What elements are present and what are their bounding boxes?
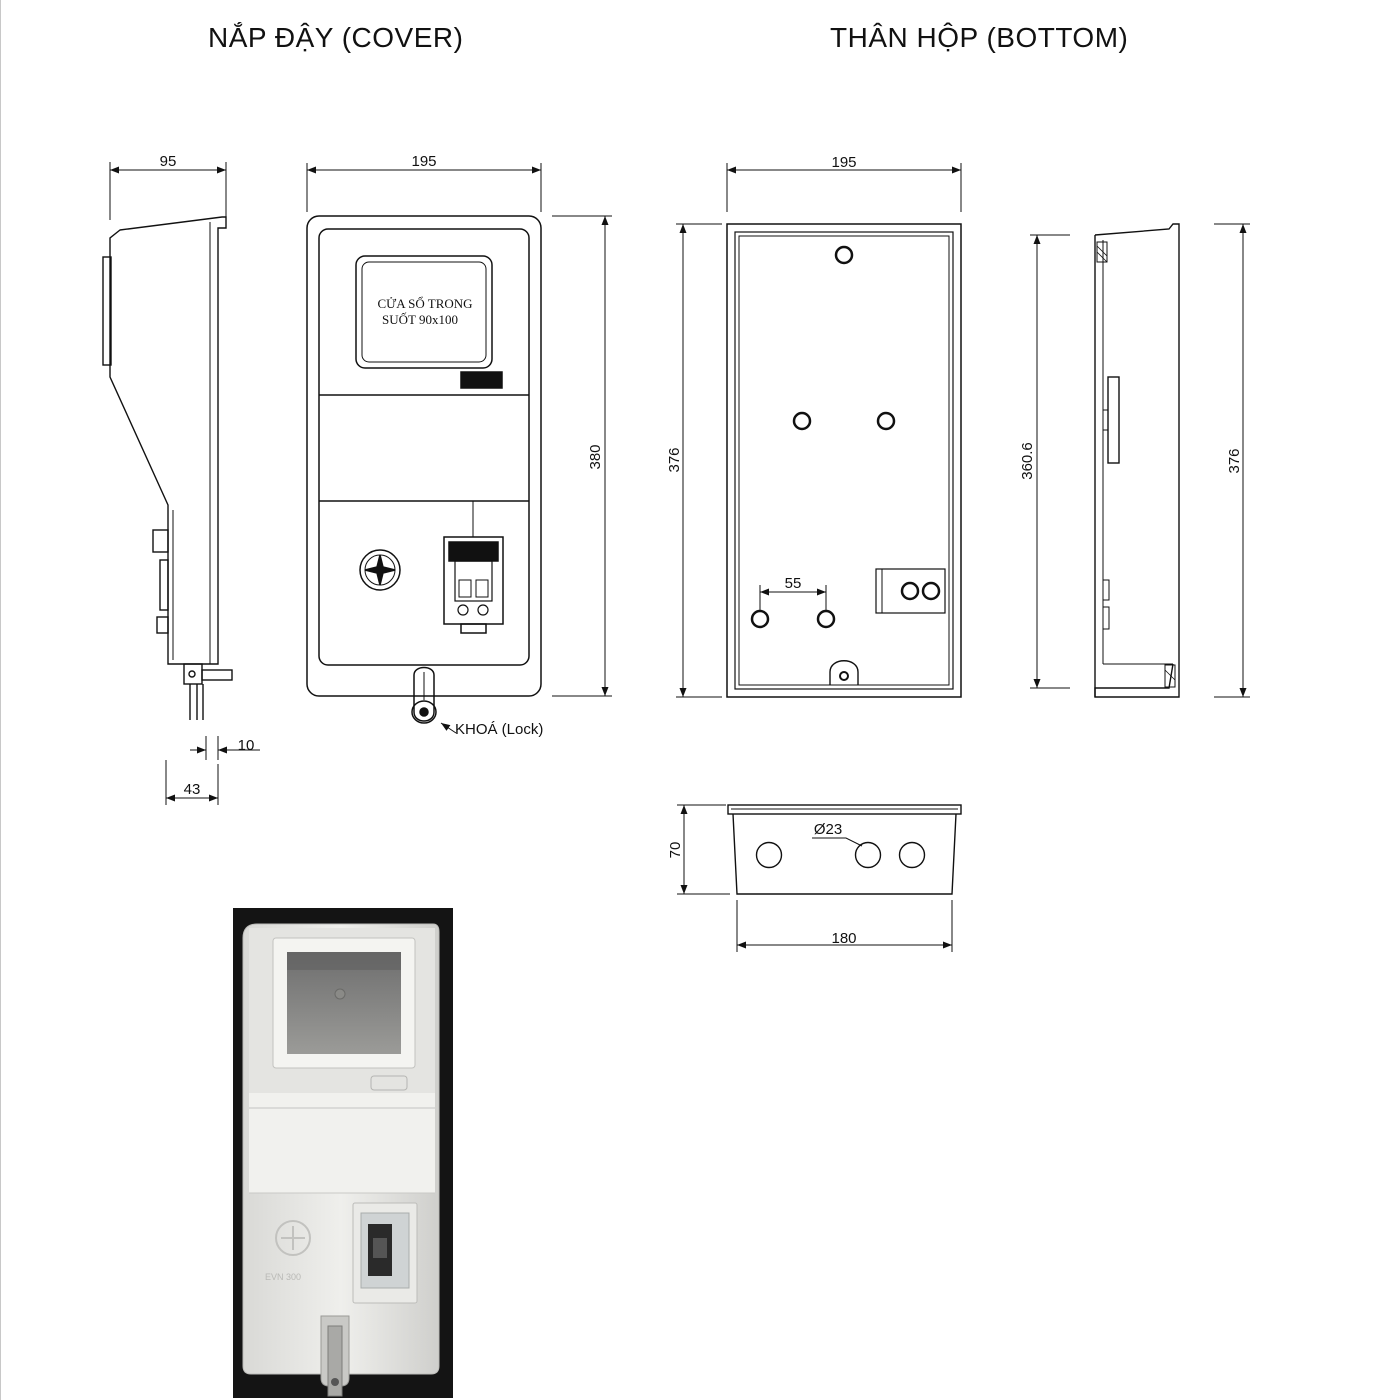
bottom-height-label: 376 bbox=[666, 447, 683, 472]
bottom-side-view bbox=[1030, 223, 1250, 698]
knockout-hole-label: Ø23 bbox=[814, 821, 842, 838]
cover-tab-label: 10 bbox=[238, 737, 255, 754]
bottom-width-180-label: 180 bbox=[831, 930, 856, 947]
page-left-border bbox=[0, 0, 1, 1400]
window-label-line2: SUỐT 90x100 bbox=[382, 312, 458, 327]
cover-height-label: 380 bbox=[587, 444, 604, 469]
cover-width-label: 195 bbox=[411, 153, 436, 170]
bottom-front-view bbox=[676, 163, 962, 698]
cover-offset-label: 43 bbox=[184, 781, 201, 798]
cover-heading: NẮP ĐẬY (COVER) bbox=[208, 22, 464, 53]
cover-side-view bbox=[102, 162, 260, 805]
photo-emboss-text: EVN 300 bbox=[265, 1272, 301, 1282]
bottom-heading: THÂN HỘP (BOTTOM) bbox=[830, 22, 1129, 53]
bottom-width-label: 195 bbox=[831, 154, 856, 171]
cover-front-view bbox=[306, 163, 612, 734]
window-label-line1: CỬA SỔ TRONG bbox=[377, 296, 472, 311]
product-photo: EVN 300 bbox=[233, 908, 453, 1398]
bottom-depth-label: 70 bbox=[667, 842, 684, 859]
lock-label: KHOÁ (Lock) bbox=[455, 721, 543, 738]
bottom-end-view bbox=[677, 804, 962, 952]
cover-depth-label: 95 bbox=[160, 153, 177, 170]
bottom-side-height-label: 376 bbox=[1226, 448, 1243, 473]
hole-spacing-label: 55 bbox=[785, 575, 802, 592]
bottom-inner-height-label: 360.6 bbox=[1019, 442, 1036, 480]
